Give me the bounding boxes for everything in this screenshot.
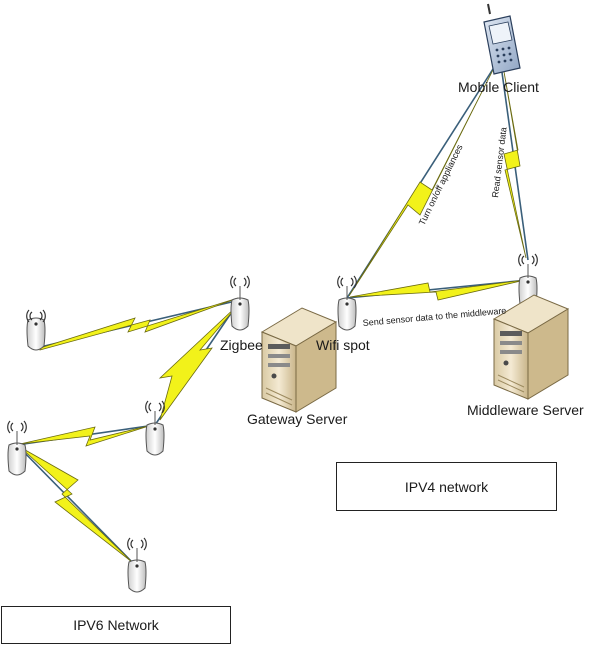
server-icon [492,294,570,400]
ipv4-network-label: IPV4 network [404,478,489,495]
server-icon [260,307,338,413]
ipv6-network-box: IPV6 Network [1,606,231,644]
mobile-client-label: Mobile Client [458,79,539,95]
send-sensor-label: Send sensor data to the middleware [362,305,506,328]
gateway-server-label: Gateway Server [247,411,348,427]
antenna-icon [145,400,165,456]
antenna-icon [7,420,27,476]
antenna-icon [337,275,357,331]
antenna-icon [230,275,250,331]
lightning-link-icon [19,65,527,563]
ipv6-network-label: IPV6 Network [73,617,159,633]
antenna-icon [127,537,147,593]
mobile-phone-icon [483,3,521,75]
antenna-icon [26,309,46,351]
wifi-spot-label: Wifi spot [316,337,370,353]
middleware-server-label: Middleware Server [467,402,584,418]
zigbee-label: Zigbee [220,337,263,353]
ipv4-network-box: IPV4 network [336,462,557,511]
